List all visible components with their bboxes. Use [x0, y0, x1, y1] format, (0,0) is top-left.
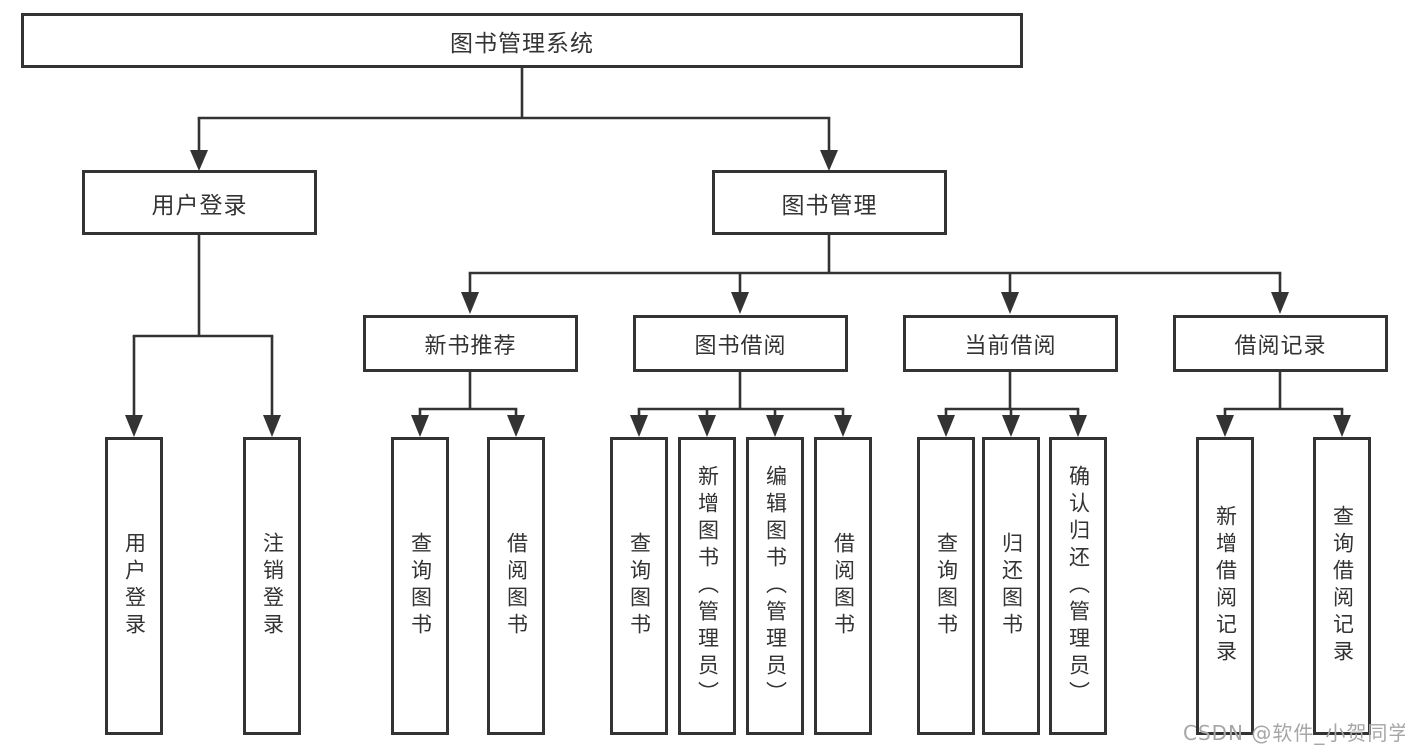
node-book-management: 图书管理	[712, 170, 947, 235]
leaf-borrow-query: 查询图书	[610, 437, 668, 735]
leaf-borrow-query-label: 查询图书	[627, 532, 652, 640]
leaf-user-login: 用户登录	[105, 437, 163, 735]
csdn-watermark: CSDN @软件_小贺同学	[1183, 721, 1405, 745]
leaf-newbook-query: 查询图书	[391, 437, 449, 735]
connector-book-mgmt-to-level3	[461, 235, 1289, 314]
leaf-borrow-edit-admin: 编辑图书（管理员）	[746, 437, 804, 735]
leaf-borrow-add-admin: 新增图书（管理员）	[678, 437, 736, 735]
leaf-current-query: 查询图书	[917, 437, 975, 735]
node-current-borrow: 当前借阅	[903, 315, 1118, 372]
leaf-current-query-label: 查询图书	[934, 532, 959, 640]
node-new-book-recommend: 新书推荐	[363, 315, 578, 372]
leaf-borrow-book-label: 借阅图书	[831, 532, 856, 640]
leaf-record-add-label: 新增借阅记录	[1213, 505, 1238, 667]
node-book-borrow: 图书借阅	[633, 315, 848, 372]
node-borrow-records: 借阅记录	[1173, 315, 1388, 372]
leaf-newbook-borrow-label: 借阅图书	[504, 532, 529, 640]
leaf-record-query-label: 查询借阅记录	[1330, 505, 1355, 667]
leaf-current-return: 归还图书	[982, 437, 1040, 735]
connector-root-to-level2	[190, 68, 838, 171]
node-user-login: 用户登录	[82, 170, 317, 235]
leaf-record-add: 新增借阅记录	[1196, 437, 1254, 735]
leaf-current-return-label: 归还图书	[999, 532, 1024, 640]
leaf-current-confirm-admin: 确认归还（管理员）	[1049, 437, 1107, 735]
leaf-user-login-label: 用户登录	[122, 532, 147, 640]
leaf-current-confirm-admin-label: 确认归还（管理员）	[1066, 464, 1091, 708]
connector-current-borrow-to-leaves	[937, 372, 1087, 437]
leaf-borrow-add-admin-label: 新增图书（管理员）	[695, 464, 720, 708]
leaf-borrow-edit-admin-label: 编辑图书（管理员）	[763, 464, 788, 708]
leaf-newbook-borrow: 借阅图书	[487, 437, 545, 735]
connector-new-books-to-leaves	[411, 372, 525, 437]
leaf-logout: 注销登录	[243, 437, 301, 735]
leaf-borrow-book: 借阅图书	[814, 437, 872, 735]
connector-user-login-to-leaves	[125, 235, 281, 437]
leaf-record-query: 查询借阅记录	[1313, 437, 1371, 735]
leaf-logout-label: 注销登录	[260, 532, 285, 640]
connector-borrow-records-to-leaves	[1216, 372, 1351, 437]
connector-book-borrow-to-leaves	[630, 372, 852, 437]
leaf-newbook-query-label: 查询图书	[408, 532, 433, 640]
node-root-system: 图书管理系统	[21, 13, 1023, 68]
